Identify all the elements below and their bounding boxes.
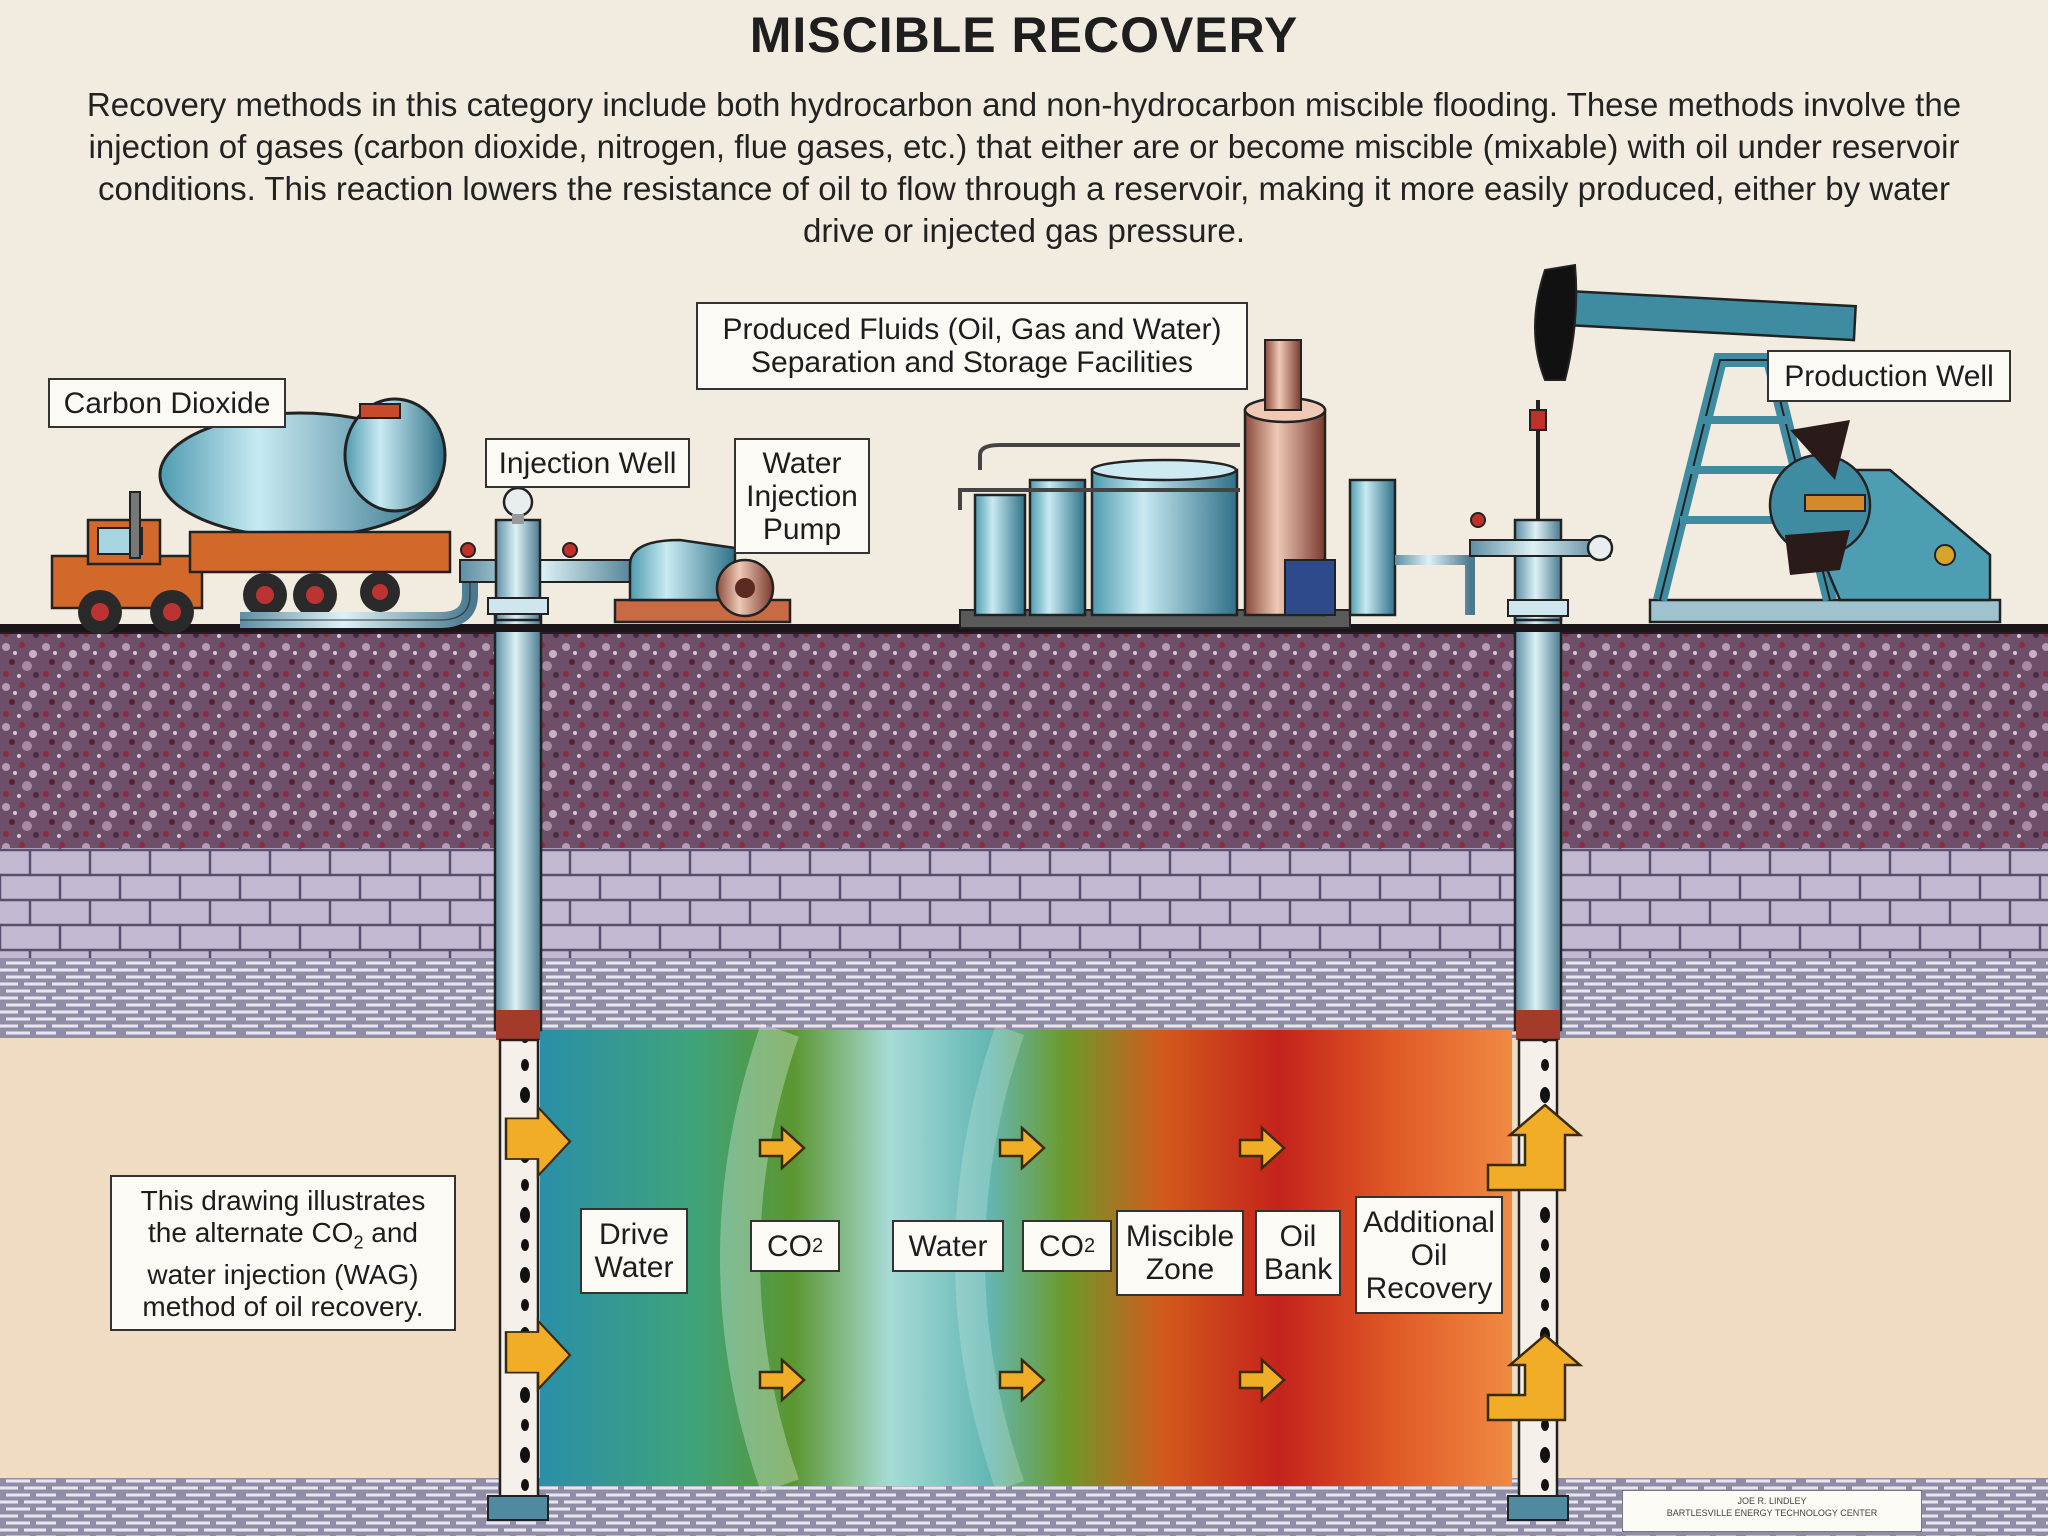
water-label: Water (892, 1220, 1004, 1272)
separation-facilities (958, 339, 1475, 629)
produced-fluids-label: Produced Fluids (Oil, Gas and Water) Sep… (696, 302, 1248, 390)
shale-layer (0, 958, 2048, 1038)
additional-oil-recovery-label: Additional Oil Recovery (1355, 1196, 1503, 1314)
injection-well-bore (487, 608, 549, 1521)
injection-wellhead (240, 486, 641, 628)
drive-water-label: Drive Water (580, 1208, 688, 1294)
flow-arrows (504, 1103, 1584, 1422)
production-well-label: Production Well (1767, 350, 2011, 402)
credit-box: JOE R. LINDLEY BARTLESVILLE ENERGY TECHN… (1622, 1490, 1922, 1532)
water-injection-pump-label: Water Injection Pump (734, 438, 870, 554)
intro-paragraph: Recovery methods in this category includ… (86, 86, 1962, 249)
co2-tanker-truck (50, 397, 452, 634)
miscible-zone-label: Miscible Zone (1116, 1210, 1244, 1296)
injection-well-label: Injection Well (485, 438, 690, 488)
water-injection-pump (613, 538, 792, 624)
page-title: MISCIBLE RECOVERY (749, 7, 1299, 63)
pump-jack (1534, 263, 2002, 624)
limestone-layer (0, 848, 2048, 958)
soil-layer (0, 628, 2048, 848)
wag-note: This drawing illustrates the alternate C… (110, 1175, 456, 1331)
production-wellhead (1469, 400, 1614, 622)
carbon-dioxide-label: Carbon Dioxide (48, 378, 286, 428)
oil-bank-label: Oil Bank (1255, 1210, 1341, 1296)
